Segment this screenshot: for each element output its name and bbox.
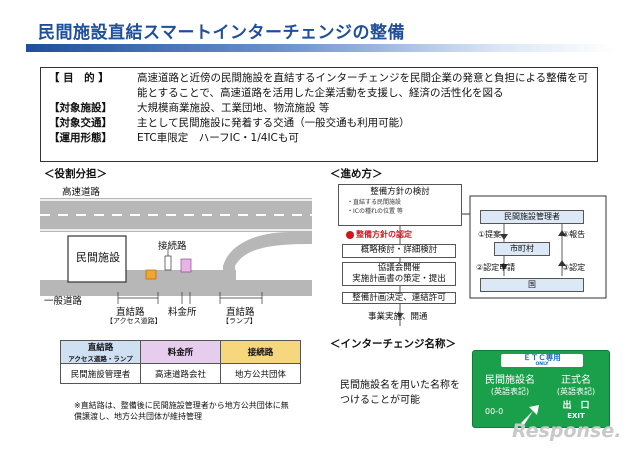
access-marker: [145, 269, 157, 280]
etc-sign: ＥＴＣ専用 ONLY 民間施設名 (英語表記) 正式名 (英語表記) 00-0 …: [472, 350, 610, 428]
step-propose-label: ①提案: [478, 230, 502, 239]
sign-number: 00-0: [485, 407, 504, 416]
purpose-box: 【 目 的 】 高速道路と近傍の民間施設を直結するインターチェンジを民間企業の発…: [40, 67, 598, 162]
facility-label: 民間施設: [76, 251, 120, 264]
table-header-connector: 接続路: [220, 340, 301, 364]
policy-study-box: 整備方針の検討 ・直結する民間施設 ・ICの種れの位置 等: [338, 184, 462, 226]
dim-sublabel-ramp: 【ランプ】: [222, 317, 257, 325]
sign-facility-name: 民間施設名 (英語表記): [485, 375, 535, 396]
target-traffic-value: 主として民間施設に発着する交通（一般交通も利用可能）: [137, 117, 410, 129]
sign-exit: 出 口 EXIT: [562, 401, 590, 420]
page-title: 民間施設直結スマートインターチェンジの整備: [38, 23, 405, 43]
target-facility-value: 大規模商業施設、工業団地、物流施設 等: [137, 102, 330, 114]
dim-sublabel-access: 【アクセス道路】: [106, 317, 162, 325]
road-diagram: [40, 198, 312, 304]
facility-manager-box: 民間施設管理者: [480, 210, 584, 224]
process-step-1: 概略検討・詳細検討: [342, 244, 456, 258]
step-approve-label: ③認定: [562, 263, 586, 272]
purpose-value: 高速道路と近傍の民間施設を直結するインターチェンジを民間企業の発意と負担による整…: [137, 72, 589, 99]
approval-label: 整備方針の認定: [356, 230, 412, 239]
ic-name-text: 民間施設名を用いた名称を つけることが可能: [340, 380, 460, 406]
etc-only-badge: ＥＴＣ専用 ONLY: [501, 354, 583, 367]
target-traffic-key: 【対象交通】: [49, 117, 112, 129]
dim-label-ramp: 直結路: [226, 307, 255, 318]
roles-heading: ＜役割分担＞: [44, 168, 107, 180]
ic-name-heading: ＜インターチェンジ名称＞: [330, 338, 456, 350]
sign-official-name: 正式名 (英語表記): [556, 375, 596, 396]
process-step-4: 事業実施、開通: [368, 312, 428, 322]
process-step-2: 協議会開催 実施計画書の策定・提出: [342, 262, 456, 286]
general-road-label: 一般道路: [44, 296, 83, 307]
target-facility-key: 【対象施設】: [49, 102, 112, 114]
operation-key: 【運用形態】: [49, 132, 112, 144]
table-cell: 民間施設管理者: [60, 363, 141, 384]
process-step-3: 整備計画決定、連結許可: [342, 292, 456, 304]
access-road: [120, 270, 236, 280]
operation-value: ETC車限定 ハーフIC・1/4ICも可: [137, 132, 299, 144]
table-header-toll: 料金所: [140, 340, 221, 364]
tollgate-marker: [180, 258, 192, 273]
nation-box: 国: [480, 278, 584, 292]
dim-label-toll: 料金所: [168, 307, 197, 318]
ramp: [223, 232, 312, 280]
dim-label-access: 直結路: [116, 307, 145, 318]
facility-box: [67, 235, 127, 283]
table-cell: 高速道路会社: [140, 363, 221, 384]
maintenance-note: ※直結路は、整備後に民間施設管理者から地方公共団体に無償譲渡し、地方公共団体が維…: [74, 401, 289, 421]
general-road: [40, 280, 312, 296]
target-traffic-row: 【対象交通】 主として民間施設に発着する交通（一般交通も利用可能）: [49, 116, 589, 131]
exit-arrow-icon: [521, 405, 539, 425]
purpose-key: 【 目 的 】: [49, 72, 109, 84]
table-header-access: 直結路 アクセス道路・ランプ: [60, 340, 141, 364]
target-facility-row: 【対象施設】 大規模商業施設、工業団地、物流施設 等: [49, 101, 589, 116]
watermark: Response.: [512, 420, 622, 442]
connector-label: 接続路: [158, 241, 187, 252]
process-heading: ＜進め方＞: [330, 168, 383, 180]
approval-dot: [346, 231, 354, 239]
step-apply-label: ②認定申請: [476, 263, 516, 272]
table-cell: 地方公共団体: [220, 363, 301, 384]
purpose-row: 【 目 的 】 高速道路と近傍の民間施設を直結するインターチェンジを民間企業の発…: [49, 71, 589, 101]
operation-row: 【運用形態】 ETC車限定 ハーフIC・1/4ICも可: [49, 131, 589, 146]
step-report-label: ④報告: [562, 230, 586, 239]
city-box: 市町村: [494, 242, 550, 256]
title-underline: [26, 44, 616, 52]
expressway-label: 高速道路: [62, 187, 101, 198]
role-table: 直結路 アクセス道路・ランプ 料金所 接続路 民間施設管理者 高速道路会社 地方…: [60, 340, 301, 384]
